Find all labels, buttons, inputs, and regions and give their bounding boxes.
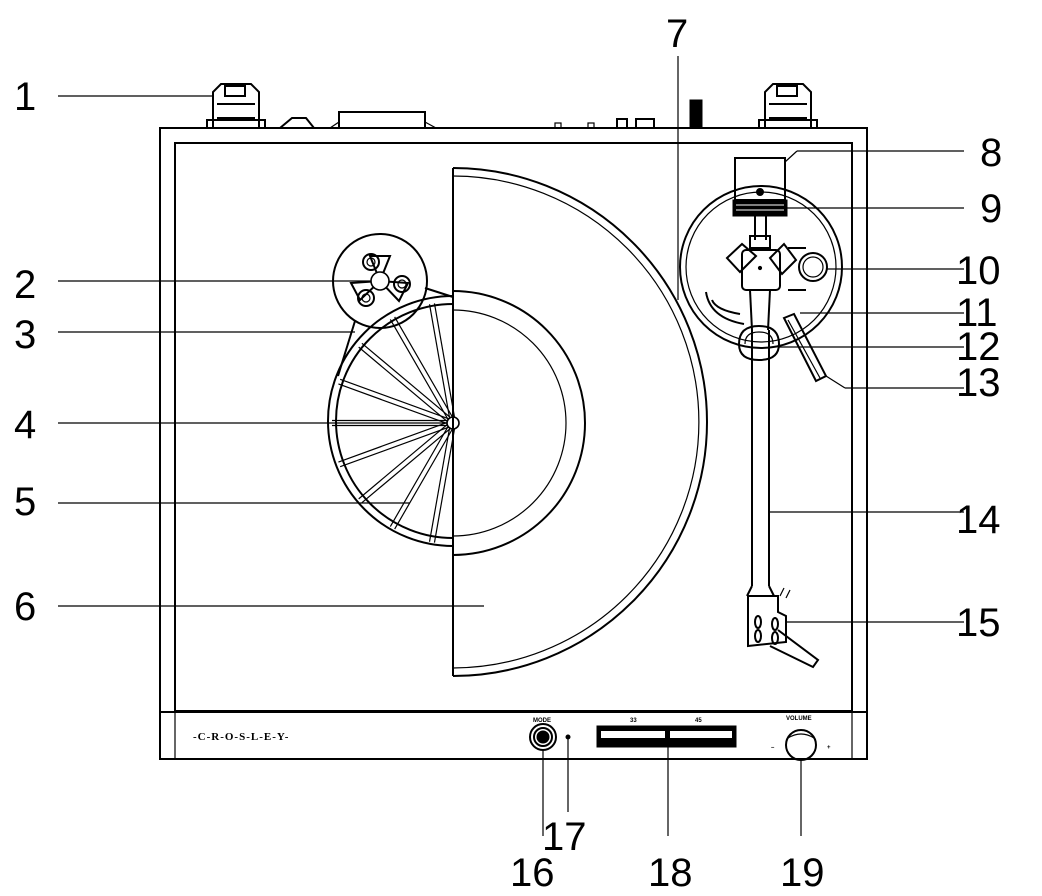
platter-spoke-edge [389, 421, 452, 527]
platter-spoke-edge [361, 424, 455, 504]
callout-1: 1 [14, 75, 36, 119]
rear-panel-parts [279, 99, 703, 129]
motor-pulley [332, 233, 428, 329]
callout-15: 15 [956, 601, 1001, 645]
callout-18: 18 [648, 851, 693, 895]
callout-numbers: 1 2 3 4 5 6 7 8 9 10 11 12 13 14 15 16 1… [14, 12, 1002, 895]
counterweight [732, 157, 788, 217]
speed-45-label: 45 [695, 718, 702, 724]
callout-3: 3 [14, 313, 36, 357]
callout-5: 5 [14, 480, 36, 524]
callout-9: 9 [980, 187, 1002, 231]
platter-spoke-edge [433, 303, 457, 423]
speed-switch[interactable]: 33 45 [596, 718, 737, 748]
platter-spokes [332, 303, 457, 543]
callout-17: 17 [542, 815, 587, 859]
platter-spoke-edge [339, 424, 455, 468]
platter-spoke-edge [428, 304, 452, 424]
volume-minus-label: – [771, 745, 775, 751]
platter-spoke-edge [394, 316, 456, 423]
platter-spoke-edge [361, 342, 455, 422]
platter-spoke-edge [433, 423, 457, 543]
callout-13: 13 [956, 361, 1001, 405]
headshell [747, 587, 820, 669]
platter-spoke-edge [394, 423, 456, 530]
callout-11: 11 [956, 291, 998, 335]
volume-label: VOLUME [786, 716, 812, 722]
callout-10: 10 [956, 249, 1001, 293]
platter-spoke-edge [338, 383, 453, 426]
platter-spoke-edge [339, 378, 455, 422]
callout-2: 2 [14, 263, 36, 307]
volume-knob[interactable]: VOLUME – + [771, 716, 831, 761]
callout-6: 6 [14, 585, 36, 629]
tonearm-pivot [725, 216, 798, 331]
hinge-right [758, 83, 818, 128]
tonearm-rest [737, 324, 781, 362]
tonearm-base [679, 185, 843, 349]
platter-mat [452, 167, 708, 677]
callout-14: 14 [956, 498, 1001, 542]
top-plate [174, 142, 853, 712]
platter-spoke-edge [358, 420, 452, 500]
brand-logo: -C-R-O-S-L-E-Y- [193, 731, 289, 743]
platter-spoke-edge [428, 422, 452, 542]
mode-indicator-led [565, 734, 571, 740]
callout-4: 4 [14, 403, 36, 447]
inner-platter [327, 295, 460, 547]
volume-plus-label: + [827, 745, 831, 751]
drive-belt [337, 287, 454, 377]
tonearm-tube [746, 330, 775, 597]
speed-33-label: 33 [630, 718, 637, 724]
callout-7: 7 [666, 12, 688, 56]
platter-spoke-edge [338, 420, 453, 463]
callout-8: 8 [980, 131, 1002, 175]
turntable-body [159, 127, 868, 760]
anti-skate-knob [798, 252, 828, 282]
callout-12: 12 [956, 325, 1001, 369]
platter-spoke-edge [358, 346, 452, 426]
mode-button[interactable]: MODE [529, 718, 557, 751]
leader-lines [58, 56, 964, 836]
callout-19: 19 [780, 851, 825, 895]
platter-spoke-edge [389, 319, 452, 425]
callout-16: 16 [510, 851, 555, 895]
hinge-left [206, 83, 266, 128]
mode-label: MODE [533, 718, 551, 724]
